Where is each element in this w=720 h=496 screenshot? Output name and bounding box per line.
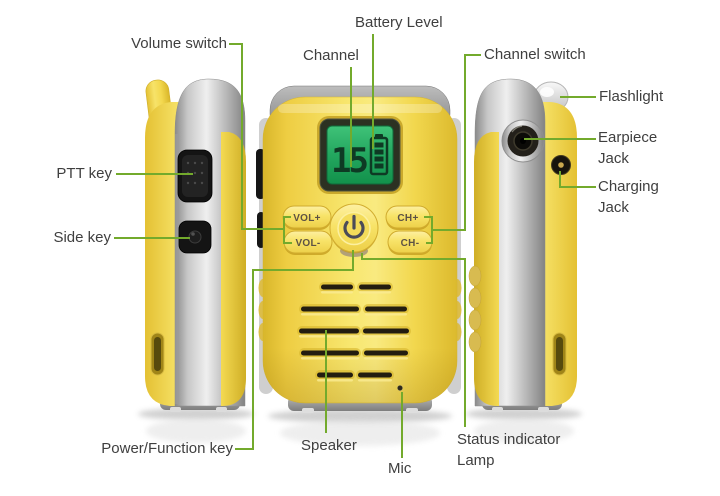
grip-bumps bbox=[468, 265, 482, 353]
spine-edge-shade bbox=[175, 134, 178, 404]
label-status-indicator-lamp: Status indicator Lamp bbox=[457, 431, 561, 469]
front-unit-reflection bbox=[280, 420, 440, 446]
channel-number-display: 15 bbox=[331, 141, 367, 181]
keypad: VOL+ VOL- CH+ CH- bbox=[282, 203, 433, 257]
charging-jack-line bbox=[559, 171, 596, 188]
front-face-highlight bbox=[278, 104, 442, 113]
label-ptt-key: PTT key bbox=[56, 165, 112, 182]
label-power-function-key: Power/Function key bbox=[101, 440, 233, 457]
label-mic: Mic bbox=[388, 460, 412, 477]
label-battery-level: Battery Level bbox=[355, 14, 443, 31]
vol-up-label: VOL+ bbox=[293, 213, 321, 224]
battery-icon bbox=[369, 134, 389, 176]
lcd-display: 15 bbox=[317, 116, 403, 194]
label-charging-jack: Charging Jack bbox=[598, 178, 659, 216]
lanyard-slot bbox=[150, 332, 165, 376]
ptt-key-button bbox=[177, 149, 213, 203]
front-view: 15 VOL+ bbox=[256, 85, 462, 446]
left-side-view bbox=[138, 78, 254, 443]
label-side-key: Side key bbox=[53, 229, 111, 246]
status-indicator-lamp-line bbox=[361, 253, 466, 427]
label-flashlight: Flashlight bbox=[599, 88, 664, 105]
right-unit-foot bbox=[538, 407, 549, 412]
lanyard-slot bbox=[552, 332, 567, 376]
ch-up-button: CH+ bbox=[385, 205, 431, 230]
label-speaker: Speaker bbox=[301, 437, 357, 454]
earpiece-jack-port bbox=[501, 119, 545, 163]
ch-down-button: CH- bbox=[387, 230, 433, 255]
vol-down-button: VOL- bbox=[283, 230, 333, 255]
right-side-view bbox=[466, 78, 582, 443]
right-unit-reflection bbox=[474, 419, 574, 443]
side-key-button bbox=[178, 220, 212, 254]
right-unit-foot bbox=[492, 407, 503, 412]
label-earpiece-jack: Earpiece Jack bbox=[598, 129, 658, 167]
callout-lines bbox=[114, 34, 596, 458]
left-unit-front-edge bbox=[221, 132, 246, 406]
vol-down-label: VOL- bbox=[295, 238, 320, 249]
power-function-button bbox=[329, 203, 379, 254]
volume-switch-line bbox=[229, 43, 292, 244]
left-unit-reflection bbox=[146, 419, 246, 443]
channel-switch-line bbox=[424, 54, 481, 244]
left-unit-foot bbox=[170, 407, 181, 412]
power-icon bbox=[343, 214, 365, 239]
label-channel-switch: Channel switch bbox=[484, 46, 586, 63]
ch-down-label: CH- bbox=[401, 238, 420, 249]
front-unit-shadow bbox=[268, 409, 452, 423]
power-function-key-line bbox=[235, 250, 354, 450]
charging-jack-port bbox=[551, 155, 571, 175]
ch-up-label: CH+ bbox=[397, 213, 418, 224]
label-volume-switch: Volume switch bbox=[131, 35, 227, 52]
front-unit-foot bbox=[302, 408, 314, 413]
front-unit-foot bbox=[406, 408, 418, 413]
mic-hole bbox=[397, 385, 403, 391]
label-channel: Channel bbox=[303, 47, 359, 64]
left-unit-foot bbox=[216, 407, 227, 412]
